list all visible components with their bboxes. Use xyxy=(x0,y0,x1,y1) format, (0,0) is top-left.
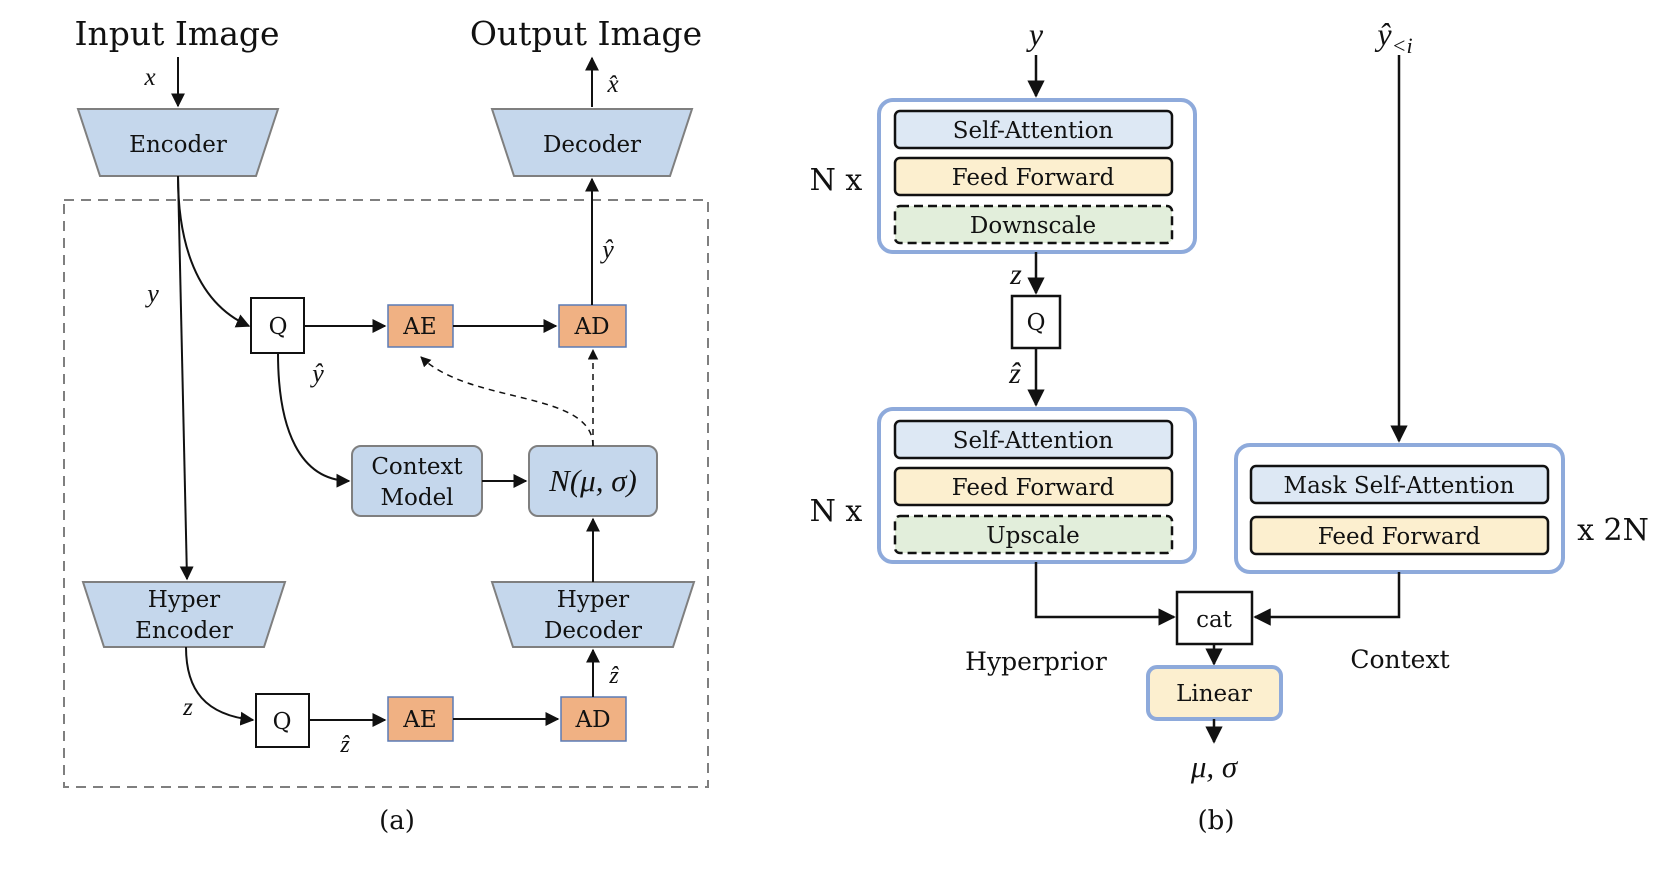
var-y-hat-top-label: ŷ xyxy=(599,235,614,264)
feed-forward-ctx-label: Feed Forward xyxy=(1318,524,1481,550)
hyper-encoder-line1: Hyper xyxy=(148,587,220,613)
context-label: Context xyxy=(1350,645,1449,674)
arrow-q-to-context xyxy=(277,352,351,488)
mask-self-attention-label: Mask Self-Attention xyxy=(1284,473,1515,499)
hyper-decoder-line2: Decoder xyxy=(544,618,642,644)
b-var-y-context-label: ŷ<i xyxy=(1374,16,1412,58)
b-var-z-hat-label: ẑ xyxy=(1008,357,1021,390)
var-x-label: x xyxy=(143,64,155,91)
cat-label: cat xyxy=(1196,607,1233,633)
arrow-encoder-to-q xyxy=(177,175,251,328)
feed-forward-dec-block xyxy=(893,466,1174,507)
panel-b: y Self-Attention Feed Forward Downscale … xyxy=(810,16,1649,836)
var-y-label: y xyxy=(144,279,159,308)
quantizer-z-label: Q xyxy=(273,709,292,735)
encoder-block xyxy=(76,108,280,177)
repeat-n-bottom: N x xyxy=(810,494,863,529)
b-quantizer-block xyxy=(1010,294,1062,350)
input-image-title: Input Image xyxy=(74,14,279,53)
b-var-y-label: y xyxy=(1026,16,1044,52)
b-quantizer-label: Q xyxy=(1027,310,1046,336)
caption-b: (b) xyxy=(1198,806,1235,836)
arrow-encoder-to-hyper-encoder xyxy=(177,175,194,581)
feed-forward-ctx-block xyxy=(1249,515,1550,556)
dashed-gaussian-to-ae xyxy=(420,356,594,447)
ad-z-label: AD xyxy=(574,707,610,733)
upscale-block xyxy=(893,514,1174,555)
mask-self-attention-block xyxy=(1249,464,1550,505)
entropy-model-frame xyxy=(63,199,709,788)
var-z-hat-top-label: ẑ xyxy=(608,663,619,689)
b-output-label: μ, σ xyxy=(1190,749,1239,784)
hyper-encoder-line2: Encoder xyxy=(135,618,233,644)
var-z-label: z xyxy=(182,694,193,721)
encoder-label: Encoder xyxy=(129,132,227,158)
feed-forward-enc-label: Feed Forward xyxy=(952,165,1115,191)
feed-forward-enc-block xyxy=(893,156,1174,197)
arrow-hyper-encoder-to-q xyxy=(185,646,255,726)
self-attention-enc-block xyxy=(893,109,1174,150)
b-var-z-label: z xyxy=(1009,258,1022,291)
context-model-line2: Model xyxy=(380,485,453,511)
decoder-label: Decoder xyxy=(543,132,641,158)
context-model-line1: Context xyxy=(371,454,463,480)
var-x-hat-label: x̂ xyxy=(606,71,618,98)
ae-y-block xyxy=(387,304,454,348)
hyper-decoder-line1: Hyper xyxy=(557,587,629,613)
var-z-hat-label: ẑ xyxy=(339,732,350,758)
hyperprior-label: Hyperprior xyxy=(965,647,1107,676)
ae-y-label: AE xyxy=(402,314,436,340)
panel-a: Input Image Output Image Encoder Decoder… xyxy=(63,14,709,836)
feed-forward-dec-label: Feed Forward xyxy=(952,475,1115,501)
ae-z-block xyxy=(387,696,454,742)
var-y-hat-label: ŷ xyxy=(309,359,324,388)
linear-label: Linear xyxy=(1176,681,1252,707)
ad-y-label: AD xyxy=(573,314,609,340)
output-image-title: Output Image xyxy=(470,14,702,53)
decoder-block xyxy=(490,108,694,177)
self-attention-enc-label: Self-Attention xyxy=(953,118,1114,144)
repeat-2n: x 2N xyxy=(1577,513,1649,548)
b-arrow-hyper-to-cat xyxy=(1034,562,1176,626)
quantizer-y-label: Q xyxy=(269,314,288,340)
b-arrow-context-to-cat xyxy=(1253,572,1401,626)
self-attention-dec-block xyxy=(893,419,1174,460)
downscale-block xyxy=(893,204,1174,245)
repeat-n-top: N x xyxy=(810,163,863,198)
ad-y-block xyxy=(558,304,627,348)
downscale-label: Downscale xyxy=(970,213,1096,239)
self-attention-dec-label: Self-Attention xyxy=(953,428,1114,454)
hyper-encoder-block xyxy=(81,581,287,648)
hyper-decoder-block xyxy=(490,581,696,648)
caption-a: (a) xyxy=(379,806,415,836)
upscale-label: Upscale xyxy=(986,523,1079,549)
ae-z-label: AE xyxy=(402,707,436,733)
quantizer-z-block xyxy=(255,693,310,748)
gaussian-label: N(μ, σ) xyxy=(548,463,637,498)
